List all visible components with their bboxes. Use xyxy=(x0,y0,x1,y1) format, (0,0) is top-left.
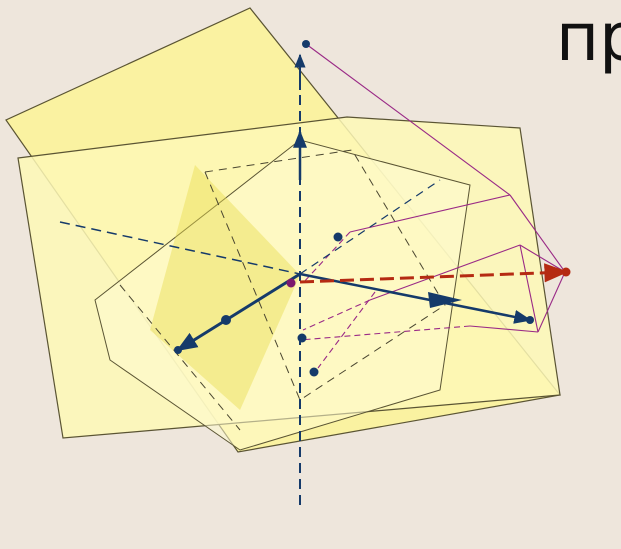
left-vector-end xyxy=(174,346,182,354)
right-axis-arrowhead xyxy=(428,292,462,308)
left-vector xyxy=(176,272,301,352)
mid-point-lower xyxy=(297,333,307,343)
red-vector-end xyxy=(561,267,571,277)
heading-text: пр xyxy=(556,0,621,76)
right-axis-dashed xyxy=(299,179,441,275)
bottom-point xyxy=(309,367,319,377)
right-axis xyxy=(299,272,532,324)
inner-dashed-frame xyxy=(204,149,446,401)
back-dashed-edge xyxy=(119,284,241,431)
top-point xyxy=(302,40,310,48)
oblique-axis-dashed xyxy=(59,221,301,275)
red-projection-vector xyxy=(299,263,569,284)
projection-box xyxy=(299,43,566,369)
right-vector-end xyxy=(526,316,534,324)
left-vector-point xyxy=(221,315,231,325)
mid-point-upper xyxy=(333,232,343,242)
origin-point xyxy=(286,278,296,288)
